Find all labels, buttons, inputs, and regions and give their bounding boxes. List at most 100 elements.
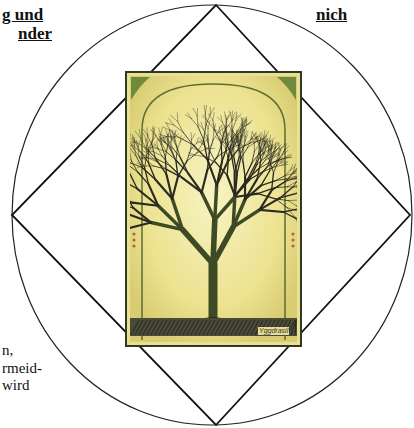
ground-stroke	[195, 320, 203, 335]
tree-branch	[132, 161, 138, 172]
tree-branch	[168, 140, 172, 148]
tree-branch	[233, 147, 235, 159]
tree-branch	[146, 151, 153, 152]
ground-stroke	[239, 320, 247, 335]
tree-branch	[269, 144, 270, 151]
ground-stroke	[247, 320, 255, 335]
tree-branch	[140, 138, 145, 148]
tree-branch	[229, 111, 231, 119]
tree-branch	[233, 131, 236, 136]
tree-branch	[177, 142, 180, 150]
tree-branch	[183, 132, 192, 144]
tree-branch	[260, 198, 280, 210]
tree-branch	[233, 210, 259, 227]
ground-stroke	[143, 320, 151, 335]
tree-branch	[130, 159, 131, 163]
ground-stroke	[215, 320, 223, 335]
tree-branch	[243, 150, 244, 162]
tree-branch	[278, 151, 283, 160]
tree-branch	[139, 129, 140, 138]
tree-branch	[185, 115, 191, 119]
tree-branch	[276, 158, 284, 162]
tree-branch	[221, 134, 226, 142]
tree-branch	[245, 135, 248, 141]
tree-branch	[274, 160, 279, 172]
tree-branch	[221, 142, 226, 149]
tree-branch	[246, 117, 247, 125]
tree-branch	[260, 138, 264, 147]
ground-stroke	[151, 320, 159, 335]
ground-stroke	[187, 320, 195, 335]
tree-branch	[176, 149, 177, 161]
tree-branch	[225, 125, 227, 132]
tree-branch	[221, 130, 225, 144]
tree-branch	[210, 151, 216, 162]
tree-branch	[157, 142, 158, 149]
tree-branch	[204, 106, 205, 114]
tree-branch	[130, 203, 132, 207]
tree-branch	[274, 155, 279, 157]
ground-stroke	[227, 320, 235, 335]
ground-stroke	[295, 320, 296, 335]
tree-branch	[288, 201, 296, 206]
tree-branch	[152, 134, 153, 144]
tree-branch	[221, 115, 223, 122]
tree-branch	[232, 116, 238, 121]
tree-branch	[252, 154, 259, 163]
ground-stroke	[223, 320, 231, 335]
tree-branch	[255, 132, 256, 139]
tree-branch	[260, 147, 263, 153]
tree-branch	[144, 148, 150, 153]
tree-branch	[134, 145, 135, 155]
tree-branch	[241, 141, 243, 149]
tree-branch	[256, 139, 260, 148]
tree-branch	[191, 134, 194, 140]
tree-branch	[254, 143, 255, 152]
tree-branch	[226, 142, 232, 155]
tree-branch	[213, 113, 214, 121]
tree-branch	[166, 174, 172, 198]
tree-branch	[149, 184, 159, 206]
tree-branch	[170, 130, 178, 137]
tree-branch	[172, 199, 182, 230]
ground-stroke	[155, 320, 163, 335]
tree-branch	[130, 192, 132, 202]
tree-branch	[241, 117, 243, 124]
tree-branch	[175, 130, 176, 136]
tree-branch	[295, 166, 297, 172]
tree-branch	[245, 131, 248, 137]
tree-branch	[191, 133, 192, 140]
ground-stroke	[207, 320, 215, 335]
tree-branch	[187, 113, 191, 119]
ground-stroke	[159, 320, 167, 335]
tree-branch	[243, 141, 245, 150]
tree-branch	[200, 138, 204, 144]
heading-fragment: nich	[316, 6, 347, 25]
outer-circle	[12, 5, 412, 425]
tree-branch	[143, 134, 146, 140]
tree-branch	[191, 119, 198, 127]
tree-branch	[201, 122, 203, 129]
tree-branch	[137, 163, 144, 166]
tree-branch	[245, 186, 261, 200]
tree-branch	[281, 163, 287, 166]
tree-branch	[187, 153, 197, 162]
tree-branch	[236, 131, 238, 137]
tree-branch	[143, 130, 147, 136]
tree-branch	[197, 108, 198, 116]
tree-branch	[205, 105, 206, 113]
tree-branch	[278, 143, 280, 151]
tree-branch	[204, 125, 206, 140]
tree-branch	[234, 173, 236, 196]
tree-branch	[198, 127, 204, 140]
tree-branch	[284, 157, 291, 159]
tree-branch	[227, 136, 229, 142]
tree-branch	[197, 116, 199, 127]
tree-branch	[180, 158, 188, 173]
tree-branch	[146, 160, 153, 166]
picture-arch	[142, 84, 285, 340]
tree-branch	[132, 137, 137, 143]
corner-leaves	[131, 77, 150, 100]
ground-stroke	[135, 320, 143, 335]
